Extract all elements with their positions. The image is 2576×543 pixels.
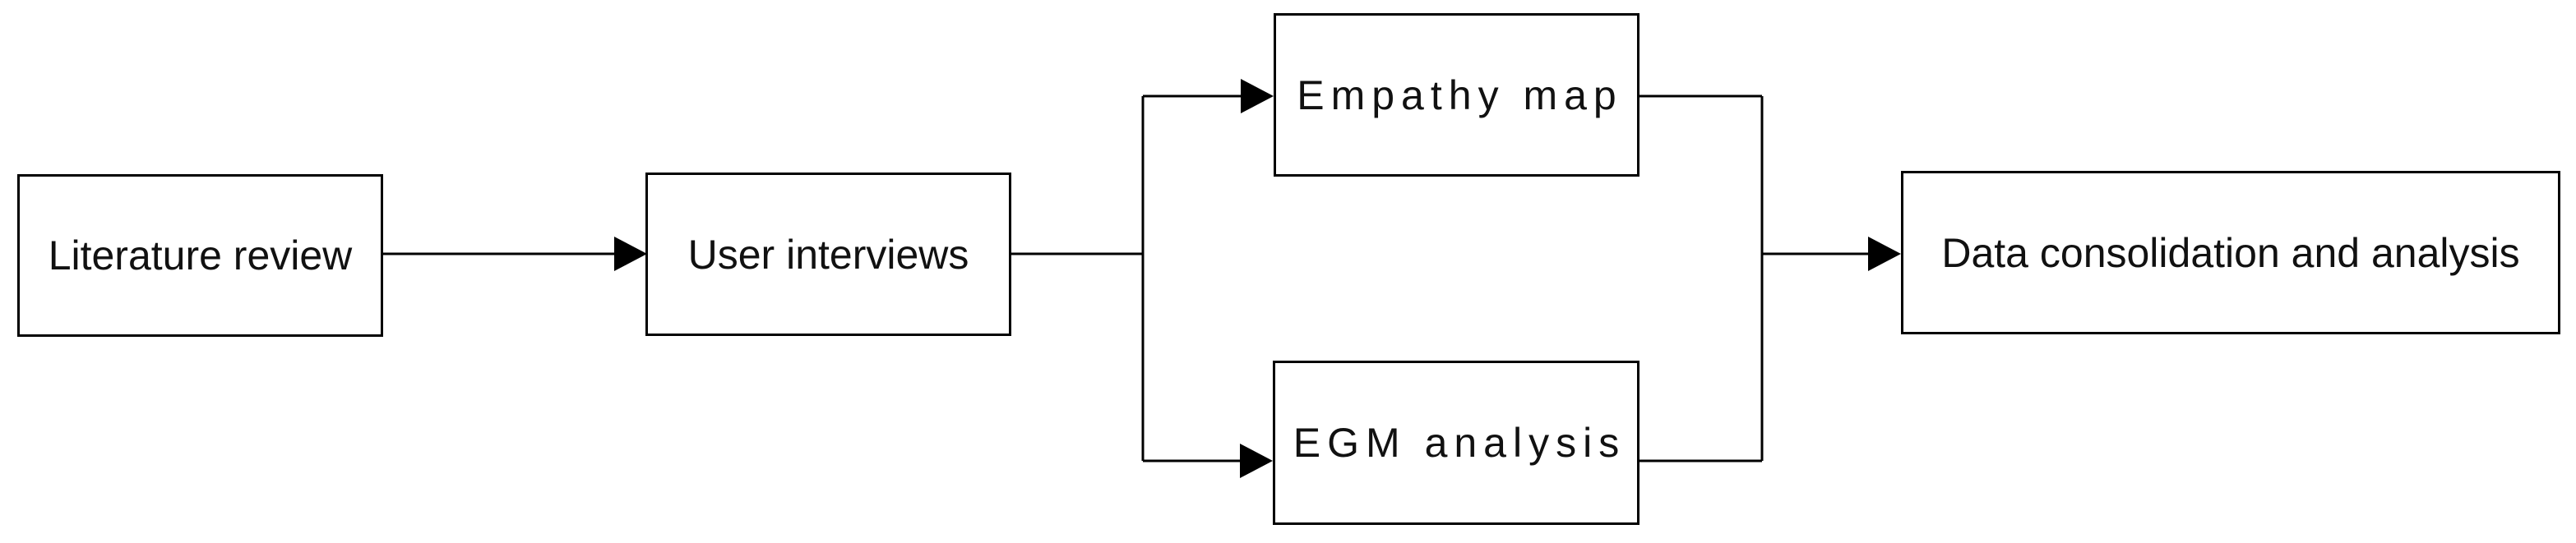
edge-merge-to-data-arrowhead [1868, 237, 1901, 271]
node-data-consolidation-label: Data consolidation and analysis [1941, 229, 2520, 276]
edge-split-to-empathy-arrowhead [1241, 79, 1274, 113]
node-empathy-map: Empathy map [1274, 13, 1639, 177]
node-egm-analysis: EGM analysis [1273, 361, 1639, 525]
node-data-consolidation: Data consolidation and analysis [1901, 171, 2560, 334]
node-user-interviews-label: User interviews [687, 231, 969, 278]
node-literature-review-label: Literature review [48, 232, 353, 278]
node-egm-analysis-label: EGM analysis [1293, 420, 1626, 466]
node-user-interviews: User interviews [645, 173, 1011, 336]
edge-literature-to-user-arrowhead [614, 237, 647, 271]
node-empathy-map-label: Empathy map [1297, 71, 1623, 118]
node-literature-review: Literature review [17, 174, 383, 337]
edge-split-to-egm-arrowhead [1240, 444, 1273, 478]
